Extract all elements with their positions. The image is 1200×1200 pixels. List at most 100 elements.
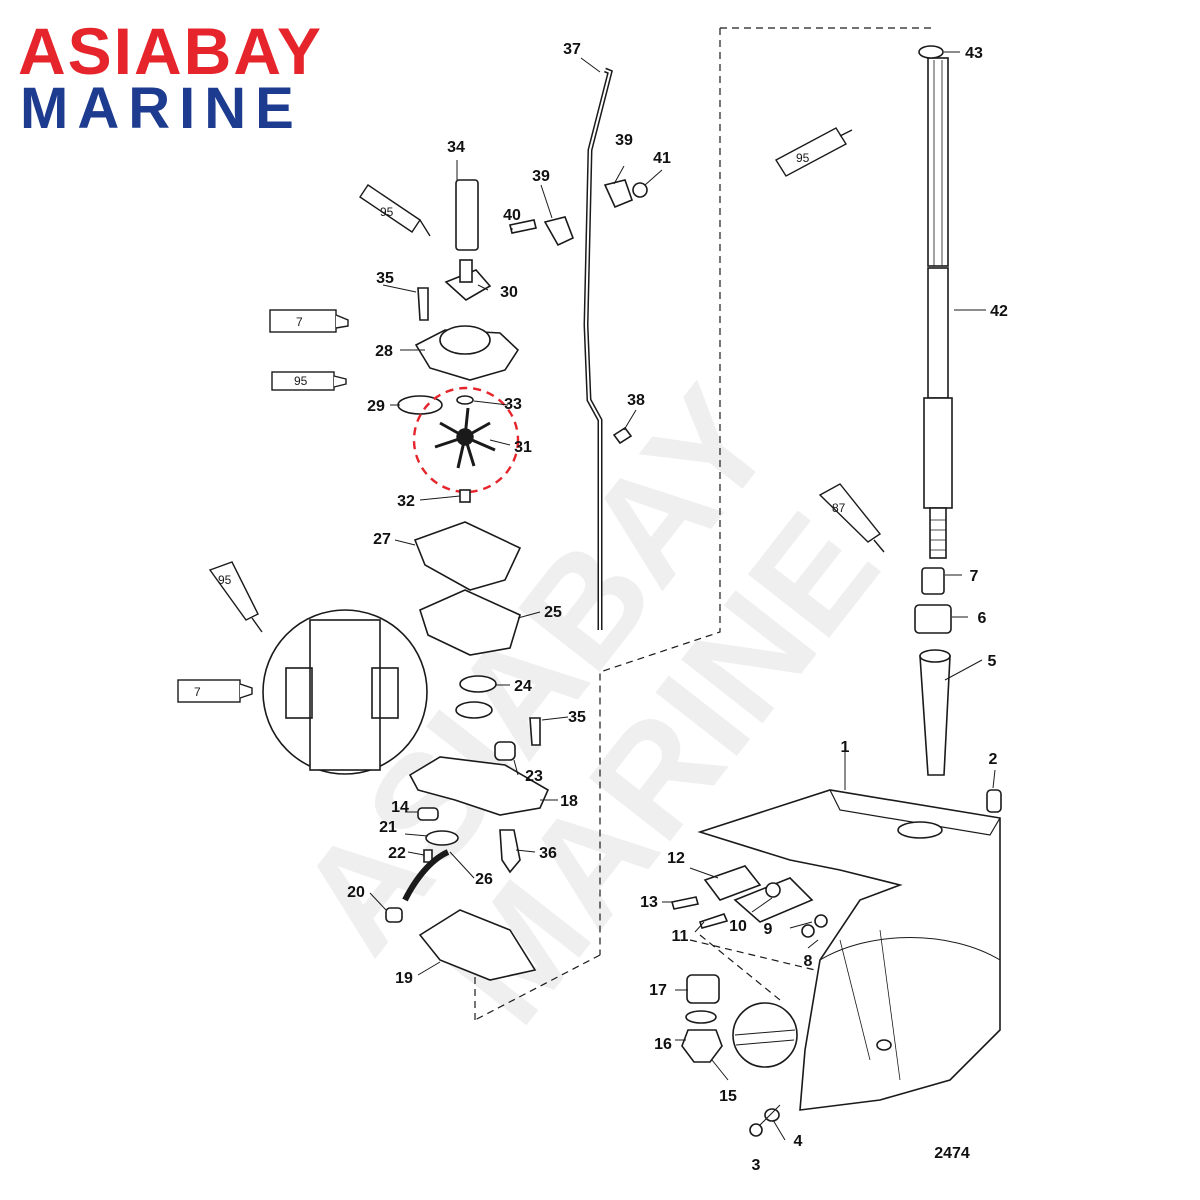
- part-37-shift-rod: [583, 67, 613, 630]
- callout-18: 18: [560, 793, 578, 810]
- callout-14: 14: [391, 799, 409, 816]
- callout-8: 8: [804, 953, 813, 970]
- callout-27: 27: [373, 531, 391, 548]
- callout-29: 29: [367, 398, 385, 415]
- callout-38: 38: [627, 392, 645, 409]
- part-35-screw-upper: [417, 287, 429, 321]
- part-14-seal: [417, 807, 439, 821]
- brand-logo-line2: MARINE: [20, 76, 303, 141]
- part-28-pump-housing: [414, 325, 520, 381]
- part-5-water-tube: [919, 649, 951, 776]
- callout-23: 23: [525, 768, 543, 785]
- callout-21: 21: [379, 819, 397, 836]
- tube-label: 7: [194, 685, 201, 699]
- callout-32: 32: [397, 493, 415, 510]
- part-15-pinion-gear: [681, 1029, 723, 1063]
- part-39-clip-right: [603, 179, 634, 209]
- callout-35-lower: 35: [568, 709, 586, 726]
- part-7-bushing: [921, 567, 945, 595]
- part-42-driveshaft: [923, 57, 953, 559]
- part-31-highlight-circle: [412, 386, 520, 494]
- part-20-grommet: [385, 907, 403, 923]
- part-11-bolt: [698, 913, 729, 929]
- part-35-screw-lower: [529, 717, 541, 746]
- callout-26: 26: [475, 871, 493, 888]
- diagram-number: 2474: [934, 1145, 970, 1162]
- callout-36: 36: [539, 845, 557, 862]
- part-40-bolt: [509, 219, 537, 234]
- tube-label: 95: [294, 374, 308, 388]
- leader-lines: [369, 51, 996, 1141]
- callout-6: 6: [978, 610, 987, 627]
- tube-label: 7: [296, 315, 303, 329]
- part-2-dowel-pin: [986, 789, 1002, 813]
- sealant-tube-95-lower-left: 95: [208, 561, 263, 633]
- part-21-retainer-plate: [425, 830, 459, 846]
- callout-11: 11: [672, 928, 689, 945]
- part-3-drain-screw: [749, 1123, 763, 1137]
- part-4-washer: [764, 1108, 780, 1122]
- part-23-grommet: [494, 741, 516, 761]
- callout-43: 43: [965, 45, 983, 62]
- part-24-oil-seal-upper: [459, 675, 497, 693]
- detail-inset-bearing: [262, 609, 428, 775]
- part-12-anode: [703, 865, 762, 901]
- callout-2: 2: [989, 751, 998, 768]
- tube-label: 87: [832, 501, 846, 515]
- part-39-clip-left: [543, 216, 575, 247]
- part-24-oil-seal-lower: [455, 701, 493, 719]
- sealant-tube-95-right: 95: [775, 127, 853, 177]
- callout-4: 4: [794, 1133, 803, 1150]
- callout-19: 19: [395, 970, 413, 987]
- callout-41: 41: [653, 150, 671, 167]
- tube-label: 95: [796, 151, 810, 165]
- part-9-washer: [814, 914, 828, 928]
- sealant-tube-7-detail: 7: [177, 679, 253, 703]
- callout-10: 10: [729, 918, 747, 935]
- callout-31: 31: [514, 439, 532, 456]
- callout-34: 34: [447, 139, 465, 156]
- callout-39-left: 39: [532, 168, 550, 185]
- callout-37: 37: [563, 41, 581, 58]
- sealant-tube-95-top-left: 95: [359, 184, 431, 237]
- part-8-screw: [801, 924, 815, 938]
- part-32-drive-key: [459, 489, 471, 503]
- sealant-tube-7-left: 7: [269, 309, 349, 333]
- part-36-bracket: [499, 829, 521, 874]
- callout-3: 3: [752, 1157, 761, 1174]
- callout-25: 25: [544, 604, 562, 621]
- part-25-face-plate: [419, 589, 521, 656]
- part-6-sleeve: [914, 604, 952, 634]
- sealant-tubes: 95 7 95 95 87 95: [177, 127, 885, 703]
- tube-label: 95: [380, 205, 394, 219]
- callout-40: 40: [503, 207, 521, 224]
- callout-24: 24: [514, 678, 532, 695]
- callout-39-right: 39: [615, 132, 633, 149]
- part-38-shift-clip: [612, 426, 633, 445]
- callout-16: 16: [654, 1036, 672, 1053]
- detail-inset-gear: [732, 1002, 798, 1068]
- sealant-tube-95-middle: 95: [271, 371, 347, 391]
- part-13-bolt: [670, 896, 700, 910]
- part-33-washer: [456, 395, 474, 405]
- callout-7: 7: [970, 568, 979, 585]
- callout-17: 17: [649, 982, 667, 999]
- part-34-water-tube: [455, 179, 479, 251]
- callout-28: 28: [375, 343, 393, 360]
- callout-labels: 1 2 3 4 5 6 7 8 9 10 11 12 13 14 15 16 1…: [347, 41, 1008, 1174]
- callout-42: 42: [990, 303, 1008, 320]
- callout-9: 9: [764, 921, 773, 938]
- part-41-nut: [632, 182, 648, 198]
- callout-30: 30: [500, 284, 518, 301]
- callout-1: 1: [841, 739, 850, 756]
- part-27-gasket: [413, 521, 522, 591]
- sealant-tube-87: 87: [818, 483, 885, 553]
- callout-20: 20: [347, 884, 365, 901]
- tube-label: 95: [218, 573, 232, 587]
- part-31-impeller: [434, 407, 496, 469]
- part-26-hose: [402, 849, 450, 902]
- part-16-pinion-seal: [685, 1010, 717, 1024]
- part-18-pump-base: [408, 756, 550, 816]
